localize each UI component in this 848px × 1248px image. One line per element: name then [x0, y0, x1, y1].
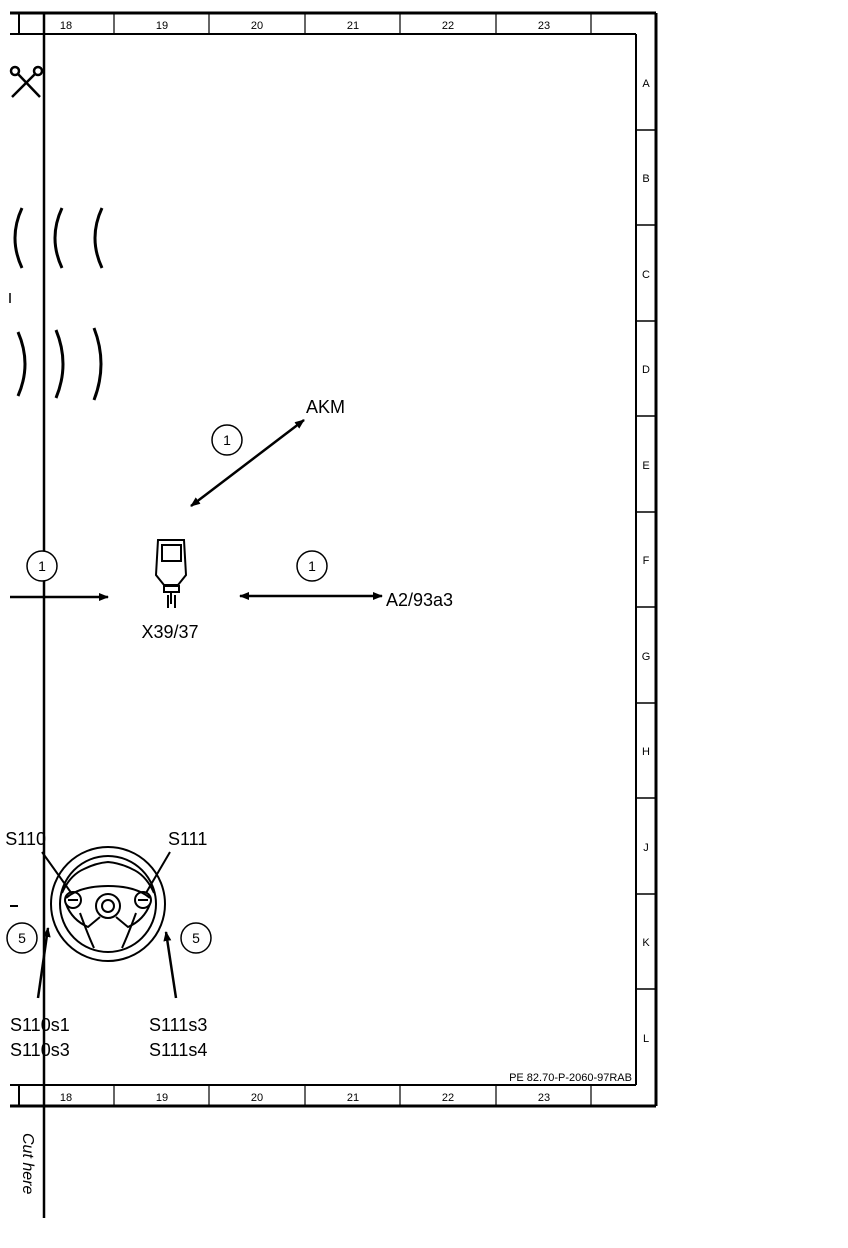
column-labels-bottom: 18 19 20 21 22 23 [60, 1092, 550, 1104]
col-label-22: 22 [442, 1092, 454, 1104]
left-buttons-label-2: S110s3 [10, 1040, 70, 1060]
col-label-18: 18 [60, 1092, 72, 1104]
row-label-e: E [642, 460, 649, 472]
right-buttons-label-2: S111s4 [149, 1040, 207, 1060]
svg-text:1: 1 [308, 558, 316, 574]
connector-label: X39/37 [141, 622, 198, 642]
row-labels: A B C D E F G H J K L [642, 78, 651, 1045]
col-label-18: 18 [60, 20, 72, 32]
a2-label: A2/93a3 [386, 590, 453, 610]
sheet-frame [10, 11, 658, 1108]
col-label-20: 20 [251, 1092, 263, 1104]
col-label-23: 23 [538, 1092, 550, 1104]
right-buttons-label-1: S111s3 [149, 1015, 207, 1035]
col-label-21: 21 [347, 20, 359, 32]
col-label-21: 21 [347, 1092, 359, 1104]
left-switch-label: S110 [5, 829, 46, 849]
row-label-c: C [642, 269, 650, 281]
callout-a2: 1 [296, 550, 328, 582]
row-label-g: G [642, 651, 651, 663]
col-label-19: 19 [156, 1092, 168, 1104]
left-buttons-label-1: S110s1 [10, 1015, 70, 1035]
row-label-h: H [642, 746, 650, 758]
svg-text:5: 5 [18, 930, 26, 946]
steering-wheel-icon [50, 846, 166, 962]
col-label-23: 23 [538, 20, 550, 32]
column-labels-top: 18 19 20 21 22 23 [60, 20, 550, 32]
row-label-d: D [642, 364, 650, 376]
akm-arrow [190, 419, 305, 507]
col-label-19: 19 [156, 20, 168, 32]
akm-label: AKM [306, 397, 345, 417]
left-buttons-arrow [36, 927, 51, 999]
row-label-j: J [643, 842, 649, 854]
right-buttons-arrow [163, 931, 178, 999]
row-label-f: F [643, 555, 650, 567]
right-switch-leader [145, 851, 171, 894]
row-label-l: L [643, 1033, 649, 1045]
svg-text:1: 1 [223, 432, 231, 448]
cut-here-label: Cut here [19, 1133, 36, 1194]
diagnostic-connector-icon [154, 539, 188, 608]
callout-akm: 1 [211, 424, 243, 456]
drawing-reference: PE 82.70-P-2060-97RAB [509, 1072, 632, 1084]
callout-left-switch: 5 [6, 922, 38, 954]
scissors-icon [9, 65, 44, 98]
svg-text:5: 5 [192, 930, 200, 946]
row-label-b: B [642, 173, 649, 185]
col-label-22: 22 [442, 20, 454, 32]
callout-right-switch: 5 [180, 922, 212, 954]
radio-wave-icon [13, 207, 104, 401]
right-switch-label: S111 [168, 829, 207, 849]
col-label-20: 20 [251, 20, 263, 32]
svg-text:1: 1 [38, 558, 46, 574]
callout-left: 1 [26, 550, 58, 582]
left-switch-leader [41, 851, 73, 895]
row-label-a: A [642, 78, 650, 90]
row-label-k: K [642, 937, 650, 949]
